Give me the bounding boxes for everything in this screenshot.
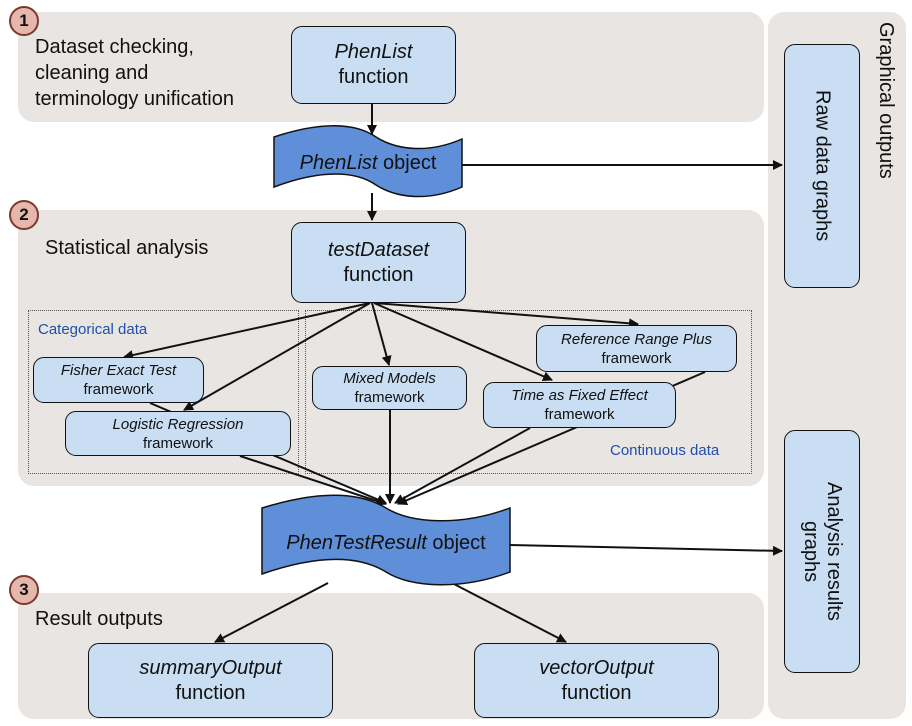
testdataset-function-name: testDataset (327, 238, 430, 261)
step-3-label-line: Result outputs (35, 608, 163, 630)
categorical-group-label: Categorical data (38, 321, 148, 338)
vectoroutput-function-suffix: function (561, 681, 632, 704)
vectoroutput-function-box: vectorOutput function (474, 643, 719, 718)
summaryoutput-function-suffix: function (175, 681, 246, 704)
logistic-framework-name: Logistic Regression (112, 415, 244, 433)
step-2-number: 2 (19, 205, 29, 224)
step-2-label-line: Statistical analysis (45, 237, 209, 259)
step-1-label: Dataset checking, cleaning and terminolo… (35, 34, 285, 112)
mixed-framework-box: Mixed Models framework (312, 366, 467, 410)
arrow-testdataset-to-logistic (183, 302, 371, 411)
summaryoutput-function-name: summaryOutput (139, 656, 282, 679)
mixed-framework-suffix: framework (354, 389, 425, 406)
step-1-label-line: terminology unification (35, 88, 234, 110)
phenlist-object-shape (273, 125, 463, 198)
raw-data-graphs-label: Raw data graphs (811, 90, 834, 242)
refrange-framework-suffix: framework (601, 349, 672, 367)
step-3-badge: 3 (9, 575, 39, 605)
phenlist-function-box: PhenList function (291, 26, 456, 104)
arrow-testdataset-to-mixed (371, 302, 392, 366)
timefixed-framework-suffix: framework (544, 406, 615, 423)
phentestresult-object-suffix: object (426, 532, 486, 554)
arrow-logistic-to-result (239, 455, 387, 506)
step-1-label-line: Dataset checking, (35, 36, 194, 58)
phentestresult-object-label: PhenTestResult object (262, 532, 510, 555)
phentestresult-object-name: PhenTestResult (286, 532, 427, 554)
analysis-results-graphs-label-line: graphs (800, 520, 822, 583)
continuous-group (305, 310, 752, 474)
arrow-result-to-analysis-graphs (509, 544, 783, 556)
phenlist-function-suffix: function (338, 66, 409, 88)
continuous-group-label: Continuous data (610, 442, 720, 459)
phenlist-object-label: PhenList object (274, 152, 462, 175)
analysis-results-graphs-label-line: Analysis results (823, 482, 845, 621)
arrow-testdataset-to-fisher (123, 302, 371, 360)
refrange-framework-name: Reference Range Plus (561, 330, 712, 348)
step-2-badge: 2 (9, 200, 39, 230)
arrow-timefixed-to-result (394, 427, 531, 504)
vectoroutput-function-name: vectorOutput (539, 656, 654, 679)
timefixed-framework-box: Time as Fixed Effect framework (483, 382, 676, 428)
phenlist-object-suffix: object (377, 152, 437, 174)
raw-data-graphs-box: Raw data graphs (784, 44, 860, 288)
logistic-framework-suffix: framework (142, 434, 213, 452)
analysis-results-graphs-box: Analysis results graphs (784, 430, 860, 673)
step-1-badge: 1 (9, 6, 39, 36)
graphical-outputs-title: Graphical outputs (875, 22, 897, 179)
testdataset-function-box: testDataset function (291, 222, 466, 303)
arrow-testdataset-to-timefixed (373, 302, 553, 382)
refrange-framework-box: Reference Range Plus framework (536, 325, 737, 372)
categorical-group (28, 310, 299, 474)
arrow-result-to-vector (451, 582, 567, 643)
phenlist-object-name: PhenList (299, 152, 378, 174)
fisher-framework-suffix: framework (83, 381, 154, 398)
step-3-label: Result outputs (35, 606, 163, 632)
logistic-framework-box: Logistic Regression framework (65, 411, 291, 456)
arrow-result-to-summary (214, 582, 329, 643)
summaryoutput-function-box: summaryOutput function (88, 643, 333, 718)
step-3-number: 3 (19, 580, 29, 599)
arrow-testdataset-to-refrange (373, 302, 639, 329)
step-1-number: 1 (19, 11, 29, 30)
step-1-label-line: cleaning and (35, 62, 149, 84)
phentestresult-object-shape (261, 494, 511, 586)
mixed-framework-name: Mixed Models (343, 370, 436, 387)
step-2-label: Statistical analysis (45, 235, 208, 261)
testdataset-function-suffix: function (343, 263, 414, 286)
timefixed-framework-name: Time as Fixed Effect (511, 387, 648, 404)
fisher-framework-box: Fisher Exact Test framework (33, 357, 204, 403)
fisher-framework-name: Fisher Exact Test (60, 362, 177, 379)
phenlist-function-name: PhenList (334, 41, 413, 63)
